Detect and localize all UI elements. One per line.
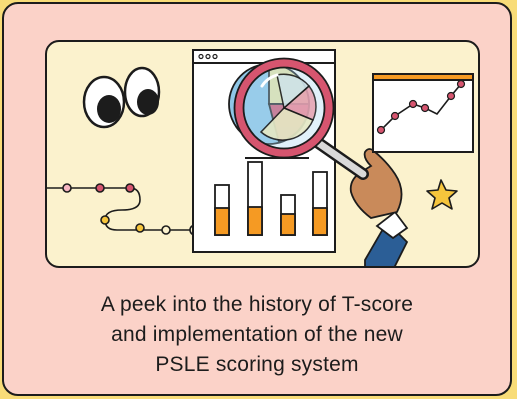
magnifying-glass-icon xyxy=(233,57,369,180)
path-dots-icon xyxy=(47,183,201,236)
caption-line-3: PSLE scoring system xyxy=(155,353,359,376)
hero-illustration xyxy=(45,40,480,268)
eyes-icon xyxy=(82,66,161,129)
hand-icon xyxy=(349,148,409,266)
caption-line-2: and implementation of the new xyxy=(111,323,403,346)
star-icon xyxy=(426,179,458,210)
card-caption[interactable]: A peek into the history of T-score and i… xyxy=(14,290,500,380)
caption-line-1: A peek into the history of T-score xyxy=(100,293,414,316)
illustration-svg xyxy=(47,49,474,266)
bar-chart-icon xyxy=(214,161,328,236)
line-chart-icon xyxy=(372,73,474,153)
article-card[interactable]: A peek into the history of T-score and i… xyxy=(2,2,512,396)
